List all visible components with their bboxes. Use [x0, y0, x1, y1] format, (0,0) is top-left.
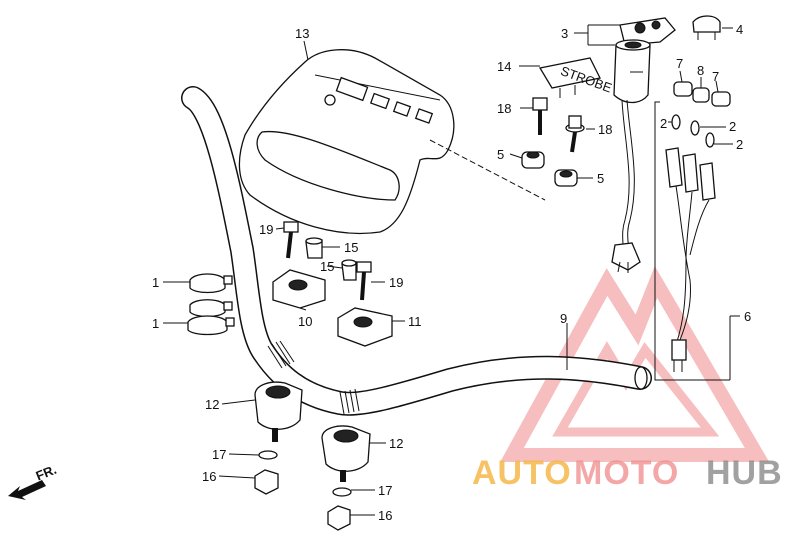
indicator-housing — [613, 17, 676, 104]
callout-labels: 13 3 4 14 7 8 7 18 18 2 2 2 5 5 19 15 15… — [34, 22, 752, 523]
callout-18-right: 18 — [598, 122, 612, 137]
washer-17-left — [258, 450, 278, 460]
callout-16-right: 16 — [378, 508, 392, 523]
socket-7-left — [673, 81, 693, 97]
wiring-harness — [611, 99, 641, 273]
callout-18-left: 18 — [497, 101, 511, 116]
callout-17-right: 17 — [378, 483, 392, 498]
callout-7-right: 7 — [712, 69, 719, 84]
bulbs-2 — [671, 114, 715, 148]
socket-8 — [692, 87, 710, 103]
band-clip-1-upper — [189, 273, 233, 294]
callout-9: 9 — [560, 311, 567, 326]
callout-10: 10 — [298, 314, 312, 329]
callout-6: 6 — [744, 309, 751, 324]
collar-15-lower — [341, 259, 357, 281]
callout-4: 4 — [736, 22, 743, 37]
bolt-18-right — [565, 115, 585, 153]
band-clip-1-lower — [187, 315, 235, 336]
band-clip-1-middle — [189, 299, 233, 318]
lower-holder-12-left — [254, 381, 303, 442]
watermark-hub: HUB — [706, 454, 783, 492]
callout-12-left: 12 — [205, 397, 219, 412]
callout-15-lower: 15 — [320, 259, 334, 274]
handlebar-pipe — [181, 86, 652, 416]
callout-15-upper: 15 — [344, 240, 358, 255]
callout-5-lower: 5 — [597, 171, 604, 186]
name-plate: STROBE — [538, 57, 614, 98]
upper-holder-10 — [272, 269, 326, 309]
callout-2-b: 2 — [729, 119, 736, 134]
washer-17-right — [332, 487, 352, 497]
callout-12-right: 12 — [389, 436, 403, 451]
bolt-19-lower — [356, 261, 372, 301]
callout-3: 3 — [561, 26, 568, 41]
lower-holder-12-right — [321, 425, 371, 482]
callout-17-left: 17 — [212, 447, 226, 462]
upper-holder-11 — [337, 307, 393, 347]
grommet-5-upper — [521, 151, 545, 169]
front-direction-label: FR. — [34, 462, 59, 484]
handlebar-cover — [238, 49, 546, 235]
bolt-19-upper — [283, 221, 299, 259]
callout-2-a: 2 — [660, 116, 667, 131]
grommet-5-lower — [554, 169, 578, 187]
socket-harness-6 — [665, 147, 716, 372]
socket-7-right — [711, 91, 731, 107]
callout-16-left: 16 — [202, 469, 216, 484]
callout-14: 14 — [497, 59, 511, 74]
callout-5-upper: 5 — [497, 147, 504, 162]
callout-7-left: 7 — [676, 56, 683, 71]
nut-16-right — [327, 505, 351, 531]
callout-11: 11 — [408, 314, 422, 329]
callout-1-upper: 1 — [152, 275, 159, 290]
callout-13: 13 — [295, 26, 309, 41]
callout-2-c: 2 — [736, 137, 743, 152]
watermark-text: AUTO MOTO HUB — [472, 454, 783, 492]
callout-19-upper: 19 — [259, 222, 273, 237]
callout-8: 8 — [697, 63, 704, 78]
bolt-18-left — [532, 97, 548, 135]
leader-lines — [163, 24, 740, 516]
watermark-auto: AUTO — [472, 454, 572, 492]
front-direction-arrow — [8, 480, 46, 500]
nut-16-left — [254, 469, 279, 495]
rubber-cap — [692, 15, 733, 40]
callout-1-lower: 1 — [152, 316, 159, 331]
watermark-moto: MOTO — [574, 454, 679, 492]
collar-15-upper — [305, 237, 323, 259]
callout-19-lower: 19 — [389, 275, 403, 290]
